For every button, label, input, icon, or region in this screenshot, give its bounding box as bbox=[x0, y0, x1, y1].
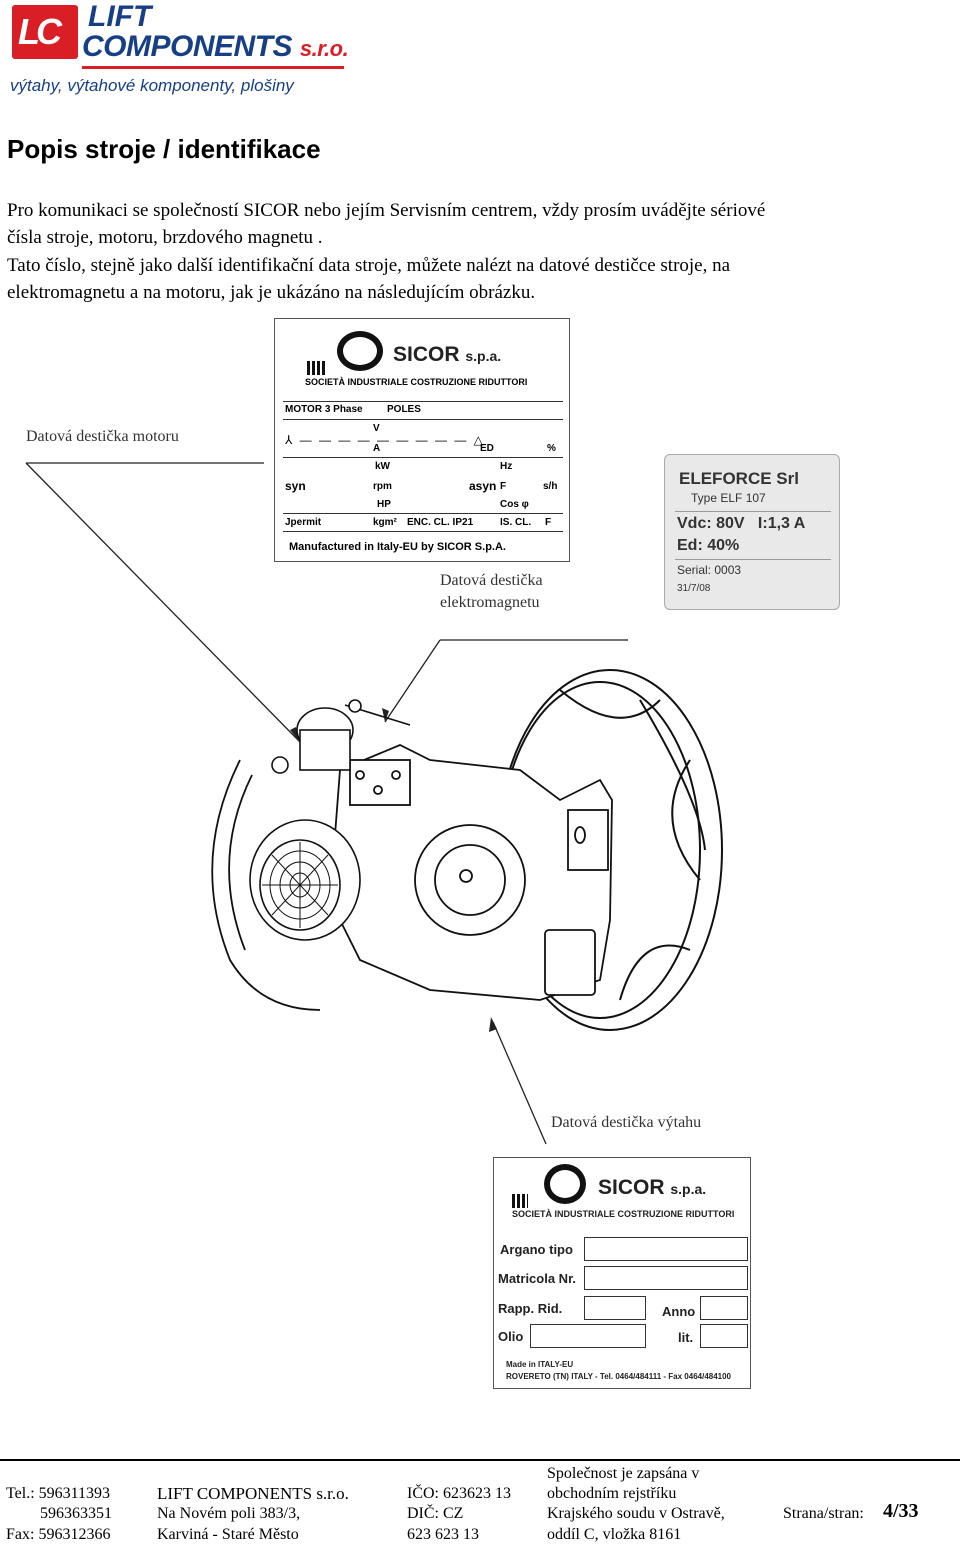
footer-tel: Tel.: 596311393 bbox=[6, 1485, 111, 1502]
magnet-plate-line1: ELEFORCE Srl bbox=[679, 469, 799, 488]
footer-reg2: obchodním rejstříku bbox=[547, 1485, 677, 1502]
lift-plate-olio: Olio bbox=[498, 1329, 524, 1344]
motor-plate-hp: HP bbox=[377, 499, 391, 510]
magnet-plate-line2: Type ELF 107 bbox=[691, 491, 766, 505]
brand-name: COMPONENTS bbox=[82, 30, 293, 63]
motor-plate-enc: ENC. CL. IP21 bbox=[407, 517, 474, 528]
paragraph-line-1: Pro komunikaci se společností SICOR nebo… bbox=[7, 200, 766, 221]
arrow-head-1 bbox=[290, 727, 300, 742]
footer-dic: DIČ: CZ bbox=[407, 1505, 464, 1522]
brake-magnet bbox=[271, 699, 411, 774]
argano-field bbox=[584, 1237, 748, 1261]
magnet-plate-line3: Vdc: 80V I:1,3 A bbox=[677, 515, 806, 532]
motor-plate-a: A bbox=[373, 443, 381, 454]
arrow-head-2 bbox=[382, 708, 389, 722]
motor-plate-hz: Hz bbox=[500, 461, 513, 472]
motor-plate-manufactured: Manufactured in Italy-EU by SICOR S.p.A. bbox=[289, 541, 506, 553]
magnet-plate-line5: Serial: 0003 bbox=[677, 563, 742, 577]
brand-line1: LIFT bbox=[88, 0, 152, 33]
arrow-head-3 bbox=[489, 1017, 497, 1032]
lift-plate-anno: Anno bbox=[662, 1304, 696, 1319]
lift-plate-matricola: Matricola Nr. bbox=[498, 1271, 577, 1286]
footer-fax: Fax: 596312366 bbox=[6, 1526, 111, 1543]
motor-plate-syn: syn bbox=[285, 479, 306, 493]
footer-page-number: 4/33 bbox=[883, 1500, 919, 1522]
footer-street: Na Novém poli 383/3, bbox=[157, 1505, 301, 1522]
motor-fan bbox=[249, 819, 361, 941]
motor-plate-subtitle: SOCIETÀ INDUSTRIALE COSTRUZIONE RIDUTTOR… bbox=[305, 377, 528, 387]
motor-plate-is: IS. CL. bbox=[500, 517, 532, 528]
label-magnet-plate-2: elektromagnetu bbox=[440, 594, 540, 611]
leader-lines bbox=[25, 462, 628, 1145]
lift-plate-subtitle: SOCIETÀ INDUSTRIALE COSTRUZIONE RIDUTTOR… bbox=[512, 1209, 735, 1219]
motor-plate-pct: % bbox=[547, 443, 556, 454]
company-logo: LC LIFT COMPONENTS s.r.o. výtahy, výtaho… bbox=[0, 0, 360, 100]
lift-plate-brand: SICOR s.p.a. bbox=[598, 1176, 707, 1199]
rapp-field bbox=[584, 1296, 646, 1320]
motor-plate-cos: Cos φ bbox=[500, 499, 529, 510]
paragraph-line-4: elektromagnetu a na motoru, jak je ukázá… bbox=[7, 282, 536, 303]
gearbox-body bbox=[329, 744, 613, 1001]
motor-plate-v: V bbox=[373, 423, 380, 434]
brand-underline bbox=[82, 66, 344, 69]
motor-plate-poles: POLES bbox=[387, 404, 421, 415]
lift-plate-argano: Argano tipo bbox=[500, 1242, 573, 1257]
label-magnet-plate-1: Datová destička bbox=[440, 572, 543, 589]
paragraph-line-2: čísla stroje, motoru, brzdového magnetu … bbox=[7, 227, 323, 248]
label-lift-plate: Datová destička výtahu bbox=[551, 1114, 702, 1131]
motor-plate-jpermit: Jpermit bbox=[285, 517, 322, 528]
sicor-logo-icon bbox=[337, 331, 383, 371]
motor-data-plate: SICOR s.p.a. SOCIETÀ INDUSTRIALE COSTRUZ… bbox=[274, 318, 570, 562]
page-title: Popis stroje / identifikace bbox=[7, 134, 321, 164]
motor-plate-rpm: rpm bbox=[373, 481, 392, 492]
lift-plate-made1: Made in ITALY-EU bbox=[506, 1360, 574, 1369]
lit-field bbox=[700, 1324, 748, 1348]
sicor-bars-icon bbox=[512, 1194, 528, 1208]
lift-plate-made2: ROVERETO (TN) ITALY - Tel. 0464/484111 -… bbox=[506, 1372, 732, 1381]
logo-letters: LC bbox=[18, 11, 62, 52]
lift-data-plate: SICOR s.p.a. SOCIETÀ INDUSTRIALE COSTRUZ… bbox=[493, 1157, 751, 1389]
footer-reg1: Společnost je zapsána v bbox=[547, 1465, 700, 1482]
footer-page-label: Strana/stran: bbox=[783, 1505, 864, 1522]
brand-suffix: s.r.o. bbox=[299, 36, 349, 61]
rear-rim bbox=[211, 759, 321, 1011]
magnet-plate-line4: Ed: 40% bbox=[677, 537, 740, 554]
label-motor-plate: Datová destička motoru bbox=[26, 428, 179, 445]
anno-field bbox=[700, 1296, 748, 1320]
motor-plate-f: F bbox=[500, 481, 507, 492]
magnet-data-plate: ELEFORCE Srl Type ELF 107 Vdc: 80V I:1,3… bbox=[664, 454, 840, 610]
footer-reg3: Krajského soudu v Ostravě, bbox=[547, 1505, 725, 1522]
motor-plate-sh: s/h bbox=[543, 481, 558, 492]
paragraph-line-3: Tato číslo, stejně jako další identifika… bbox=[7, 255, 731, 276]
footer-ico: IČO: 623623 13 bbox=[407, 1485, 511, 1502]
magnet-plate-line6: 31/7/08 bbox=[677, 583, 711, 594]
footer-city: Karviná - Staré Město bbox=[157, 1526, 299, 1543]
motor-plate-kgm: kgm² bbox=[373, 517, 397, 528]
olio-field bbox=[530, 1324, 646, 1348]
footer-rule bbox=[0, 1459, 960, 1461]
lift-plate-rapp: Rapp. Rid. bbox=[498, 1301, 563, 1316]
motor-plate-motor: MOTOR 3 Phase bbox=[285, 404, 363, 415]
motor-plate-f2: F bbox=[545, 517, 552, 528]
motor-plate-asyn: asyn bbox=[469, 479, 497, 493]
brand-line2: COMPONENTS s.r.o. bbox=[82, 30, 349, 64]
motor-plate-brand: SICOR s.p.a. bbox=[393, 343, 502, 366]
matricola-field bbox=[584, 1266, 748, 1290]
motor-plate-kw: kW bbox=[375, 461, 390, 472]
logo-mark: LC bbox=[12, 5, 78, 59]
footer-tel2: 596363351 bbox=[40, 1505, 112, 1522]
tagline: výtahy, výtahové komponenty, plošiny bbox=[10, 76, 294, 95]
footer-dic2: 623 623 13 bbox=[407, 1526, 479, 1543]
lift-plate-lit: lit. bbox=[678, 1330, 694, 1345]
footer-company: LIFT COMPONENTS s.r.o. bbox=[157, 1484, 349, 1503]
sicor-logo-icon bbox=[544, 1164, 586, 1204]
sicor-bars-icon bbox=[307, 361, 325, 375]
footer-reg4: oddíl C, vložka 8161 bbox=[547, 1526, 682, 1543]
motor-plate-ed: ED bbox=[480, 443, 494, 454]
motor-plate-phase-row: ⅄ — — — — — — — — — △ bbox=[285, 433, 485, 447]
